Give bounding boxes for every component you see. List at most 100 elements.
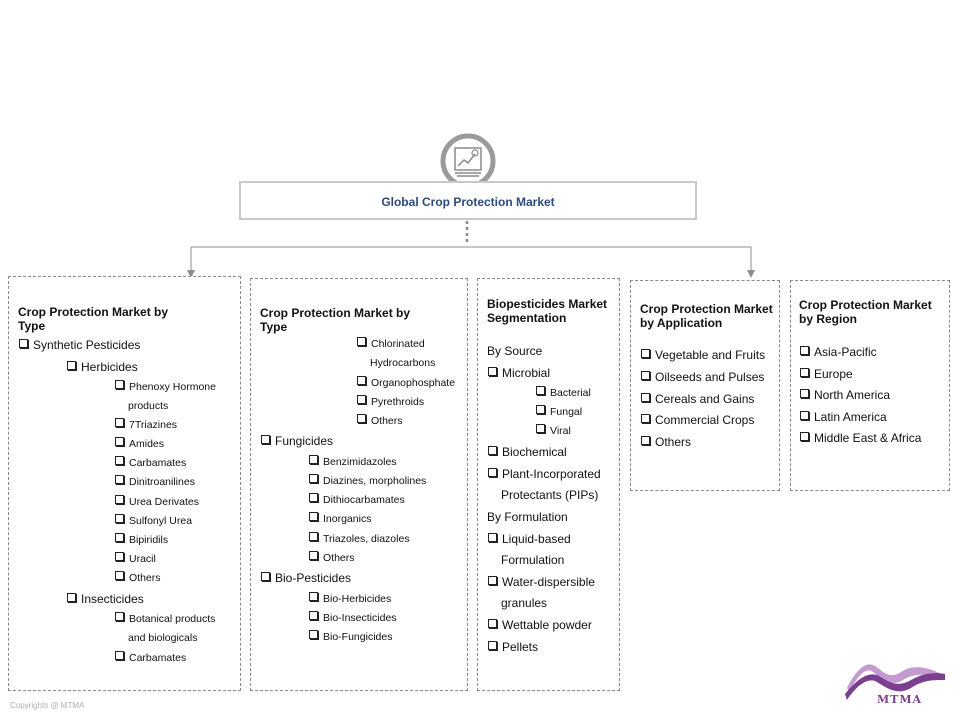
list-item: Synthetic Pesticides [19, 338, 140, 352]
checkbox-icon [488, 468, 497, 477]
list-item: Insecticides [67, 592, 144, 606]
checkbox-icon [115, 533, 124, 542]
list-item: Commercial Crops [641, 413, 754, 427]
list-item: Asia-Pacific [800, 345, 877, 359]
checkbox-icon [115, 571, 124, 580]
region-box: Crop Protection Market by Region Asia-Pa… [790, 280, 950, 491]
checkbox-icon [115, 418, 124, 427]
checkbox-icon [309, 551, 318, 560]
checkbox-icon [800, 432, 809, 441]
market-report-icon [440, 133, 496, 189]
list-item: Bio-Pesticides [261, 571, 351, 585]
list-item: Vegetable and Fruits [641, 348, 765, 362]
type-box-1: Crop Protection Market by Type Synthetic… [8, 276, 241, 691]
list-item-continuation: Protectants (PIPs) [501, 488, 599, 502]
list-item: Carbamates [115, 456, 186, 470]
checkbox-icon [641, 393, 650, 402]
list-item: Others [641, 435, 691, 449]
box-title: Crop Protection Market by Type [260, 306, 411, 334]
list-item: Water-dispersible [488, 575, 595, 589]
box-title: Biopesticides Market Segmentation [487, 297, 608, 325]
checkbox-icon [309, 611, 318, 620]
checkbox-icon [115, 495, 124, 504]
list-item: Microbial [488, 366, 550, 380]
list-item: Urea Derivates [115, 495, 199, 509]
list-item: Herbicides [67, 360, 138, 374]
section-label: By Source [487, 344, 543, 358]
list-item: Pyrethroids [357, 395, 424, 409]
checkbox-icon [115, 475, 124, 484]
list-item: Dithiocarbamates [309, 493, 405, 507]
checkbox-icon [536, 424, 545, 433]
list-item-continuation: Formulation [501, 553, 565, 567]
list-item: Europe [800, 367, 853, 381]
checkbox-icon [261, 572, 270, 581]
list-item: Others [309, 551, 355, 565]
list-item: Fungal [536, 405, 582, 419]
checkbox-icon [641, 436, 650, 445]
checkbox-icon [488, 576, 497, 585]
checkbox-icon [309, 630, 318, 639]
checkbox-icon [641, 349, 650, 358]
biopesticides-box: Biopesticides Market Segmentation By Sou… [477, 278, 620, 691]
checkbox-icon [357, 395, 366, 404]
list-item: Biochemical [488, 445, 567, 459]
list-item: Diazines, morpholines [309, 474, 426, 488]
list-item: Liquid-based [488, 532, 571, 546]
checkbox-icon [641, 414, 650, 423]
checkbox-icon [488, 619, 497, 628]
list-item: 7Triazines [115, 418, 177, 432]
checkbox-icon [309, 532, 318, 541]
list-item: Bio-Herbicides [309, 592, 391, 606]
checkbox-icon [800, 389, 809, 398]
checkbox-icon [115, 651, 124, 660]
list-item: Bio-Fungicides [309, 630, 392, 644]
list-item: Wettable powder [488, 618, 592, 632]
list-item-continuation: granules [501, 596, 548, 610]
list-item: Bipiridils [115, 533, 168, 547]
checkbox-icon [309, 455, 318, 464]
list-item-continuation: and biologicals [128, 632, 198, 644]
list-item: Middle East & Africa [800, 431, 921, 445]
list-item: Triazoles, diazoles [309, 532, 410, 546]
list-item: Others [115, 571, 161, 585]
list-item: Organophosphate [357, 376, 455, 390]
list-item: Botanical products [115, 612, 215, 626]
checkbox-icon [357, 376, 366, 385]
list-item: Dinitroanilines [115, 475, 195, 489]
list-item: Latin America [800, 410, 887, 424]
checkbox-icon [488, 446, 497, 455]
list-item: Fungicides [261, 434, 333, 448]
box-title: Crop Protection Market by Application [640, 302, 773, 330]
list-item: Viral [536, 424, 571, 438]
list-item: Amides [115, 437, 164, 451]
checkbox-icon [488, 533, 497, 542]
checkbox-icon [800, 368, 809, 377]
checkbox-icon [536, 405, 545, 414]
list-item-continuation: products [128, 400, 169, 412]
list-item: Others [357, 414, 403, 428]
checkbox-icon [309, 592, 318, 601]
checkbox-icon [488, 641, 497, 650]
list-item: Plant-Incorporated [488, 467, 601, 481]
section-label: By Formulation [487, 510, 568, 524]
checkbox-icon [309, 474, 318, 483]
list-item: Inorganics [309, 512, 371, 526]
checkbox-icon [488, 367, 497, 376]
list-item: Pellets [488, 640, 538, 654]
checkbox-icon [357, 414, 366, 423]
checkbox-icon [261, 435, 270, 444]
checkbox-icon [115, 514, 124, 523]
list-item: Bacterial [536, 386, 591, 400]
box-title: Crop Protection Market by Type [18, 305, 169, 333]
checkbox-icon [800, 346, 809, 355]
mtma-logo [845, 658, 947, 708]
list-item: Phenoxy Hormone [115, 380, 216, 394]
checkbox-icon [67, 361, 76, 370]
checkbox-icon [309, 493, 318, 502]
checkbox-icon [67, 593, 76, 602]
box-title: Crop Protection Market by Region [799, 298, 932, 326]
checkbox-icon [115, 552, 124, 561]
list-item: North America [800, 388, 890, 402]
